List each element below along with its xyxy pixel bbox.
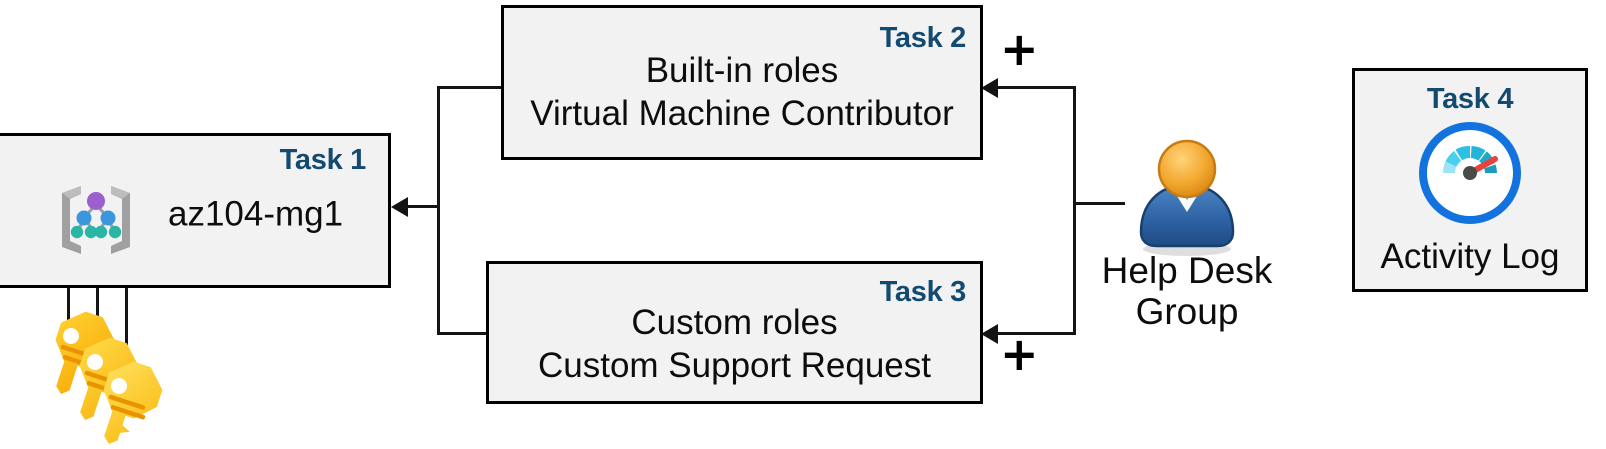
task1-label: Task 1	[279, 144, 367, 176]
helpdesk-caption-line1: Help Desk	[1101, 250, 1273, 291]
task2-box[interactable]: Task 2 Built-in roles Virtual Machine Co…	[501, 5, 983, 160]
connector-bracket-to-task1	[394, 205, 440, 208]
key-arrow-line-3	[125, 272, 128, 384]
task1-text-line1: az104-mg1	[168, 194, 344, 234]
arrowhead-to-task1	[391, 197, 408, 217]
arrowhead-to-task3	[981, 324, 998, 344]
connector-task2-to-bracket	[437, 86, 503, 89]
task3-label: Task 3	[879, 276, 967, 308]
task2-label: Task 2	[879, 22, 967, 54]
task3-text-line1: Custom roles	[631, 303, 838, 342]
key-arrow-line-1	[67, 265, 70, 355]
task3-text-line2: Custom Support Request	[538, 346, 931, 385]
task3-box[interactable]: Task 3 Custom roles Custom Support Reque…	[486, 261, 983, 404]
task4-label: Task 4	[1426, 83, 1514, 115]
task1-box[interactable]: Task 1 az104-mg1	[0, 133, 391, 288]
connector-to-task2	[996, 86, 1076, 89]
task4-box[interactable]: Task 4 Activity Log	[1352, 68, 1588, 292]
task2-text-line2: Virtual Machine Contributor	[530, 94, 954, 133]
connector-helpdesk-vertical	[1073, 86, 1076, 335]
activity-log-gauge-icon	[1418, 121, 1522, 225]
management-group-icon	[48, 168, 144, 264]
connector-to-task3	[996, 332, 1076, 335]
task2-text-line1: Built-in roles	[645, 51, 839, 90]
connector-bracket-vertical	[437, 86, 440, 335]
connector-helpdesk-stub	[1073, 202, 1125, 205]
arrowhead-to-task2	[981, 78, 998, 98]
helpdesk-caption: Help Desk Group	[1065, 250, 1309, 333]
plus-operator-bottom: +	[1000, 327, 1039, 381]
connector-task3-to-bracket	[437, 332, 503, 335]
helpdesk-caption-line2: Group	[1135, 291, 1239, 333]
plus-operator-top: +	[1000, 22, 1039, 76]
keys-icon	[34, 310, 164, 449]
task4-text-line1: Activity Log	[1380, 236, 1560, 276]
user-group-icon	[1125, 138, 1249, 262]
